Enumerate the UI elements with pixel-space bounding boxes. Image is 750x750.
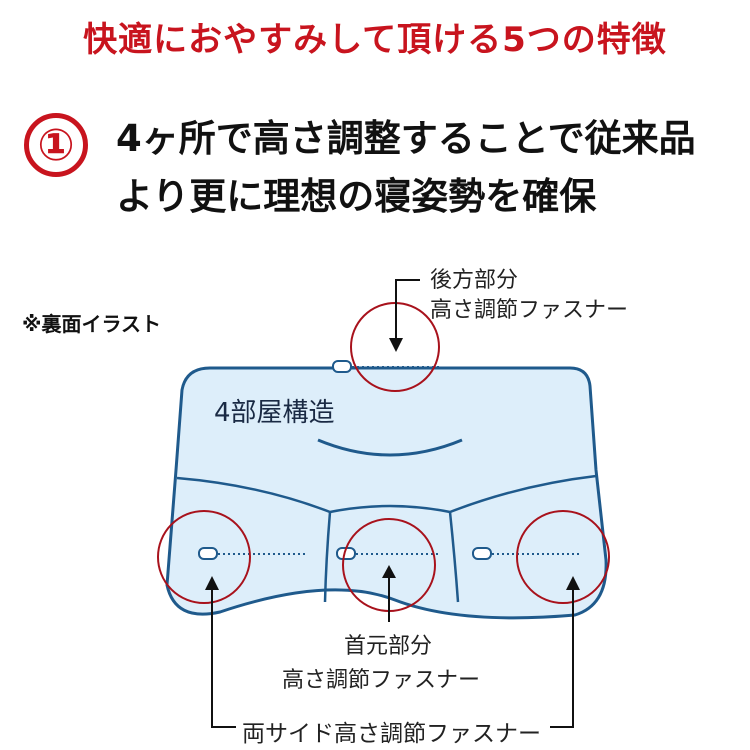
right-side-leader bbox=[550, 590, 574, 728]
illustration-note: ※裏面イラスト bbox=[22, 312, 162, 336]
room-structure-label: 4部屋構造 bbox=[214, 398, 335, 428]
right-side-arrow-icon bbox=[566, 576, 580, 590]
neck-zipper-label-line1: 首元部分 bbox=[344, 634, 433, 659]
rear-zipper-label-line2: 高さ調節ファスナー bbox=[430, 298, 629, 323]
feature-number-badge: ① bbox=[24, 113, 88, 177]
rear-arrow-icon bbox=[389, 338, 403, 352]
left-divider bbox=[323, 511, 332, 603]
upper-divider bbox=[176, 474, 597, 514]
right-divider bbox=[448, 511, 460, 603]
page-title: 快適におやすみして頂ける5つの特徴 bbox=[83, 20, 667, 60]
left-side-arrow-icon bbox=[205, 576, 219, 590]
side-zipper-label: 両サイド高さ調節ファスナー bbox=[238, 714, 545, 748]
right-highlight-circle bbox=[516, 510, 610, 604]
left-zipper-pull bbox=[198, 547, 218, 560]
neck-curve bbox=[317, 438, 463, 457]
feature-headline-line2: より更に理想の寝姿勢を確保 bbox=[116, 175, 597, 218]
rear-zipper-label-line1: 後方部分 bbox=[430, 268, 519, 293]
rear-leader-line bbox=[395, 279, 420, 340]
feature-headline-line1: 4ヶ所で高さ調整することで従来品 bbox=[116, 117, 696, 160]
neck-zipper-label-line2: 高さ調節ファスナー bbox=[282, 668, 481, 693]
neck-arrow-icon bbox=[382, 565, 396, 578]
left-side-leader bbox=[211, 590, 236, 728]
left-highlight-circle bbox=[157, 510, 251, 604]
rear-zipper-pull bbox=[332, 360, 352, 373]
right-zipper-pull bbox=[472, 547, 492, 560]
